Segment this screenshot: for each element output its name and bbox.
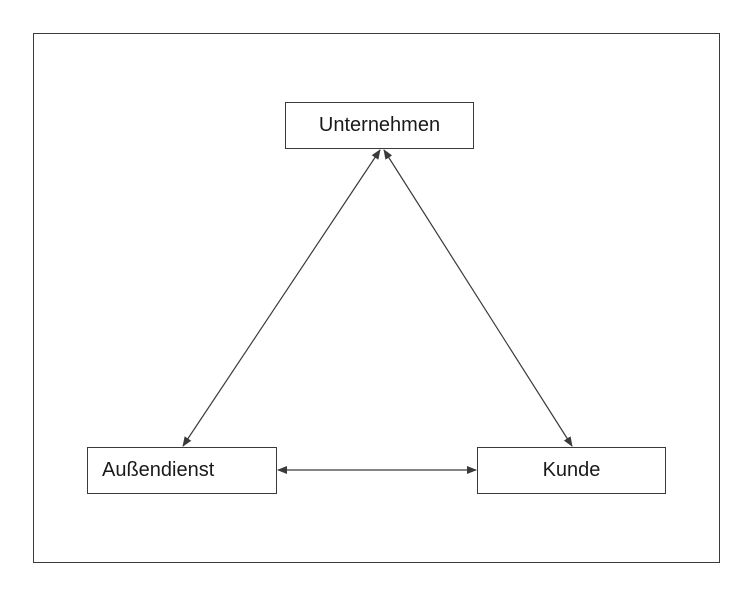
node-unternehmen: Unternehmen — [285, 102, 474, 149]
node-aussendienst: Außendienst — [87, 447, 277, 494]
diagram-frame — [33, 33, 720, 563]
edge-unternehmen-kunde — [383, 149, 573, 447]
node-unternehmen-label: Unternehmen — [318, 114, 441, 136]
edge-unternehmen-aussendienst — [182, 149, 381, 447]
node-kunde: Kunde — [477, 447, 666, 494]
node-kunde-label: Kunde — [542, 459, 601, 481]
node-aussendienst-label: Außendienst — [102, 459, 215, 481]
